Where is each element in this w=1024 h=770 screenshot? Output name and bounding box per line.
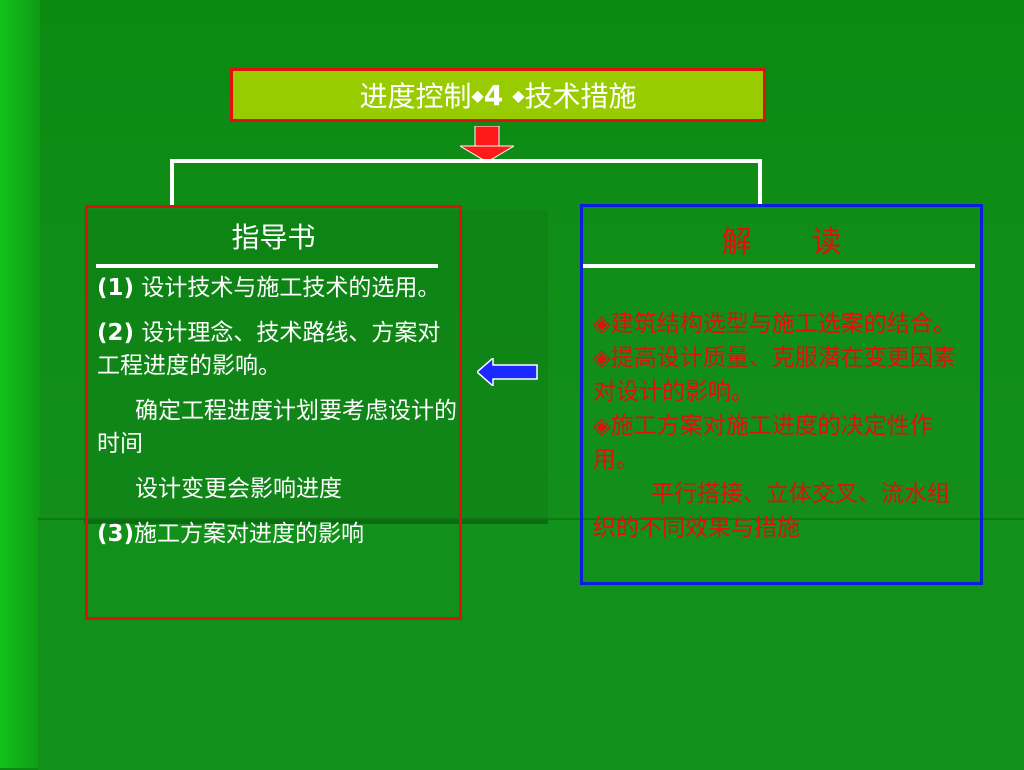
guide-item-text: 设计变更会影响进度 [135,476,342,502]
guide-item: (3)施工方案对进度的影响 [97,518,457,551]
red-down-arrow-icon [460,126,514,162]
guide-item-number: (2) [97,320,135,346]
interpretation-divider [583,264,975,268]
guide-item-text: 施工方案对进度的影响 [134,521,365,547]
guide-item-text: 设计理念、技术路线、方案对工程进度的影响。 [97,320,441,379]
background-left-strip [0,0,40,768]
interpretation-item: ◈施工方案对施工进度的决定性作用。 [593,413,933,473]
guide-divider [96,264,438,268]
blue-left-arrow-icon [477,358,538,386]
guide-item-number: (3) [97,521,135,547]
background-inner-strip [84,210,548,524]
guide-box: 指导书 (1) 设计技术与施工技术的选用。 (2) 设计理念、技术路线、方案对工… [85,205,462,620]
guide-item: (2) 设计理念、技术路线、方案对工程进度的影响。 [97,317,457,383]
title-suffix: 技术措施 [524,80,637,113]
guide-item: 确定工程进度计划要考虑设计的时间 [97,395,457,461]
guide-heading: 指导书 [231,221,316,254]
title-bullet-icon: ◆ [512,85,525,105]
background-bottom-band [38,518,1024,770]
connector-right [758,159,762,207]
guide-item: (1) 设计技术与施工技术的选用。 [97,272,457,305]
interpretation-item: 平行搭接、立体交叉、流水组织的不同效果与措施 [593,481,950,541]
guide-item-text: 确定工程进度计划要考虑设计的时间 [97,398,457,457]
interpretation-item: ◈建筑结构选型与施工选案的结合。 [593,311,956,337]
interpretation-heading: 解 读 [721,225,842,260]
title-number: 4 [483,78,504,112]
title-bullet-icon: ◆ [471,85,484,105]
interpretation-box: 解 读 ◈建筑结构选型与施工选案的结合。 ◈提高设计质量、克服潜在变更因素对设计… [580,204,983,585]
interpretation-item: ◈提高设计质量、克服潜在变更因素对设计的影响。 [593,345,956,405]
guide-item-text: 设计技术与施工技术的选用。 [134,275,441,301]
title-prefix: 进度控制 [359,80,472,113]
interpretation-list: ◈建筑结构选型与施工选案的结合。 ◈提高设计质量、克服潜在变更因素对设计的影响。… [593,307,968,545]
connector-horizontal [170,159,762,163]
guide-item-number: (1) [97,275,135,301]
guide-item: 设计变更会影响进度 [97,473,457,506]
connector-left [170,159,174,207]
title-box: 进度控制◆4 ◆技术措施 [230,68,766,122]
guide-list: (1) 设计技术与施工技术的选用。 (2) 设计理念、技术路线、方案对工程进度的… [97,272,457,563]
